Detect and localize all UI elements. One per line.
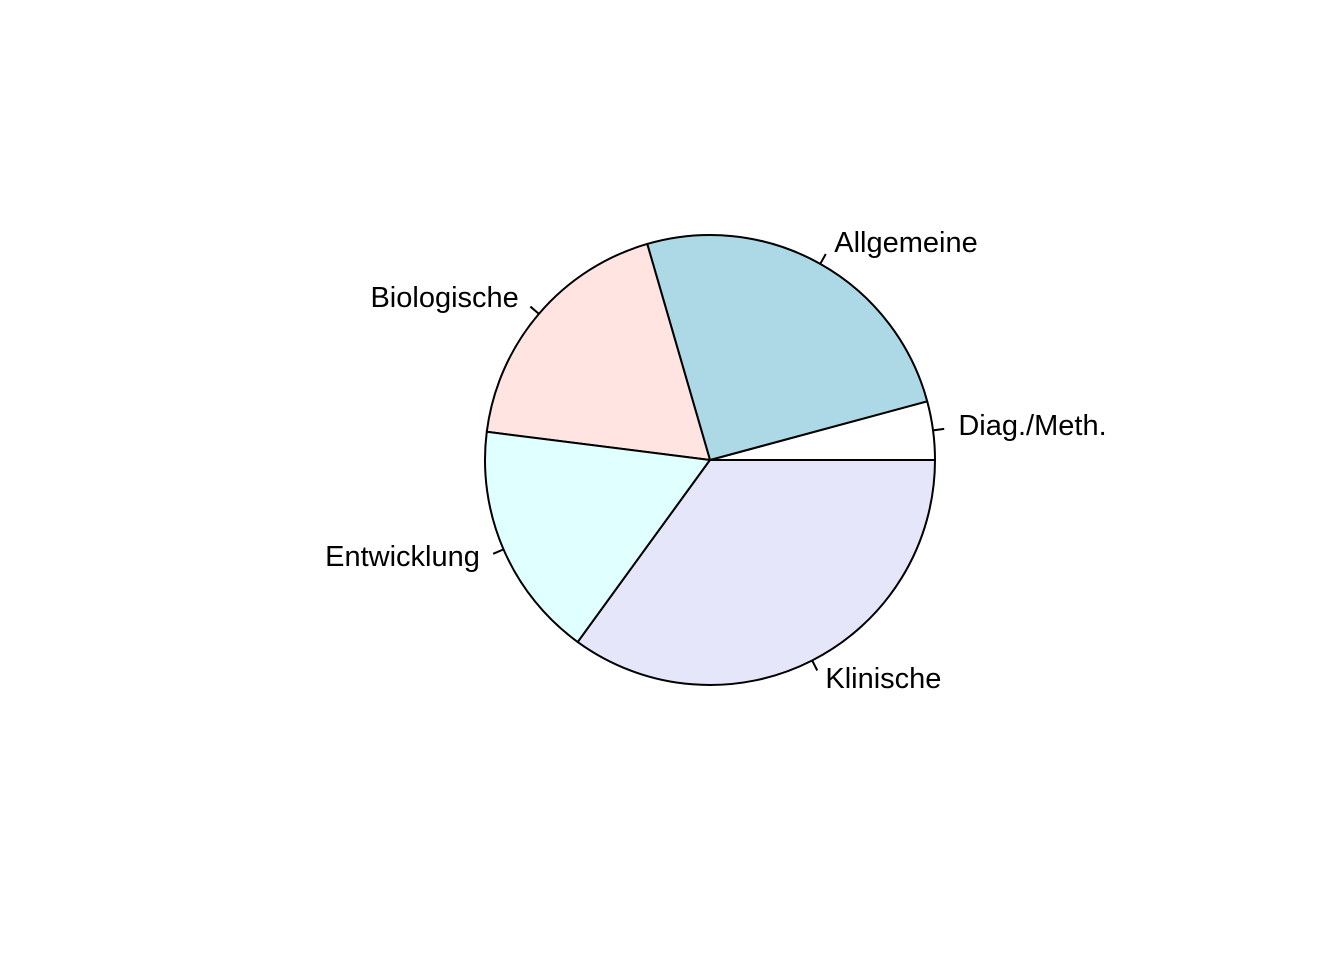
pie-tick-entwicklung	[492, 548, 504, 555]
pie-slice-biologische	[485, 242, 711, 461]
pie-label-ticks	[492, 253, 945, 671]
pie-tick-diag-meth	[932, 427, 945, 432]
pie-label-allgemeine: Allgemeine	[834, 227, 977, 259]
pie-tick-biologische	[529, 305, 540, 315]
pie-labels: Diag./Meth. AllgemeineBiologischeEntwickl…	[325, 227, 1107, 695]
pie-tick-allgemeine	[819, 253, 827, 265]
pie-label-klinische: Klinische	[825, 663, 941, 695]
pie-slices	[484, 234, 936, 686]
pie-slice-klinische	[576, 459, 936, 686]
pie-slice-allgemeine	[646, 234, 929, 461]
pie-tick-klinische	[811, 660, 819, 671]
pie-label-biologische: Biologische	[370, 282, 518, 314]
pie-label-entwicklung: Entwicklung	[325, 541, 480, 573]
pie-label-diag-meth: Diag./Meth.	[958, 410, 1106, 442]
